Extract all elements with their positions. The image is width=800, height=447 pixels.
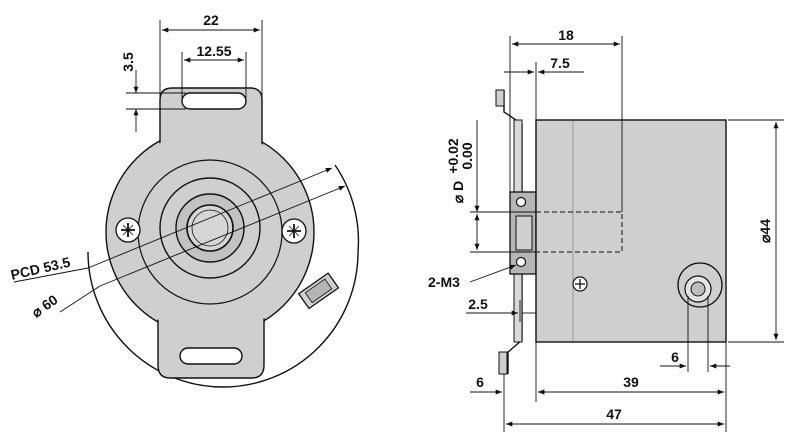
dim-12-55: 12.55	[181, 43, 247, 98]
dim-7-5-label: 7.5	[550, 55, 570, 71]
dim-bore-diameter: ⌀ D +0.02 0.00	[445, 120, 536, 253]
dim-7-5: 7.5	[504, 55, 584, 120]
outer-flange-arc	[87, 251, 359, 388]
thread-label: 2-M3	[428, 274, 460, 290]
pcd-label: PCD 53.5	[9, 254, 72, 283]
dim-47-label: 47	[606, 406, 622, 422]
bore	[186, 204, 234, 252]
dim-47: 47	[505, 406, 724, 427]
dim-18: 18	[509, 27, 623, 212]
dim-slot-width-label: 3.5	[120, 52, 136, 72]
left-screw-icon	[115, 217, 141, 243]
side-view: 18 7.5 ⌀ D +0.02 0.00 2-M3	[428, 27, 784, 432]
encoder-body	[535, 119, 727, 343]
bore-tolerance-upper: +0.02	[445, 138, 461, 174]
bore-tolerance-lower: 0.00	[459, 142, 475, 169]
dim-39: 39	[538, 342, 727, 432]
bottom-slot	[179, 347, 243, 365]
dim-flange-6: 6	[470, 342, 568, 432]
dim-22: 22	[159, 12, 263, 96]
dim-44-label: ⌀44	[757, 219, 773, 243]
hidden-bore	[535, 211, 623, 253]
set-screw-bottom	[515, 256, 527, 268]
front-view: 22 12.55 3.5 PCD 53.5 ⌀ 60	[9, 12, 360, 388]
dim-3-5: 3.5	[120, 52, 186, 132]
dim-connector-6-label: 6	[671, 349, 679, 365]
dim-18-label: 18	[558, 27, 574, 43]
dim-39-label: 39	[623, 374, 639, 390]
outer-flange-arc-right	[334, 164, 360, 253]
right-screw-icon	[281, 218, 307, 244]
thread-callout: 2-M3	[428, 264, 517, 290]
top-slot	[181, 92, 247, 110]
dim-slot-length-label: 12.55	[196, 43, 231, 59]
dim-body-diameter: ⌀44	[728, 119, 784, 343]
cable-connector	[297, 272, 340, 310]
dim-flange-width-label: 22	[203, 12, 219, 28]
set-screw-top	[515, 196, 527, 208]
bore-diameter-label: ⌀ D	[450, 181, 466, 203]
dim-flange-6-label: 6	[476, 374, 484, 390]
dim-connector-6: 6	[660, 296, 730, 372]
connector-knob	[677, 262, 723, 308]
dim-2-5: 2.5	[466, 296, 536, 322]
diameter-60-label: ⌀ 60	[29, 291, 61, 320]
body-screw-icon	[572, 276, 588, 292]
dim-2-5-label: 2.5	[468, 296, 488, 312]
